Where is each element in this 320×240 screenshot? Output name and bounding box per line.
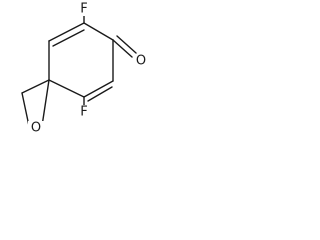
bond-c5-c6: [48, 22, 85, 42]
epoxide-oxygen-label: O: [28, 121, 44, 136]
bond-epoxide-o-spiro: [41, 79, 50, 127]
svg-text:O: O: [31, 121, 41, 136]
fluorine-top-label: F: [77, 2, 91, 17]
bond-c6-c1: [83, 22, 114, 41]
fluorine-bottom-label: F: [77, 105, 91, 120]
carbonyl-oxygen-label: O: [133, 54, 149, 69]
bond-c2-c3: [83, 80, 114, 98]
chemical-structure-diagram: F O F O: [21, 2, 149, 136]
bond-carbonyl: [112, 39, 133, 58]
svg-text:F: F: [80, 2, 87, 17]
svg-text:F: F: [80, 105, 87, 120]
bond-carbonyl-double: [116, 35, 137, 54]
bond-c3-c3-double: [87, 86, 113, 102]
bond-c5-c6-double: [52, 29, 85, 47]
bond-c3-c4: [48, 79, 85, 98]
svg-text:O: O: [136, 54, 146, 69]
bond-epoxide-ring-c: [21, 79, 50, 94]
bond-epoxide-c-o: [21, 92, 30, 127]
